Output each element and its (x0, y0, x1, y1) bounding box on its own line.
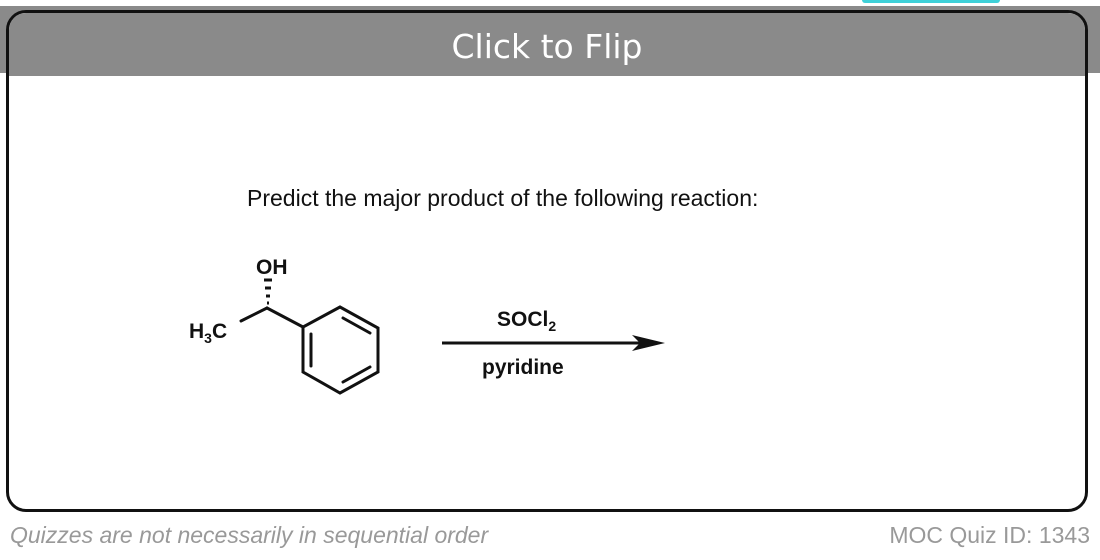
reagent-pyridine: pyridine (482, 356, 564, 379)
flashcard[interactable]: Click to Flip (6, 10, 1088, 512)
top-strip (0, 0, 1100, 6)
reagent-socl2: SOCl2 (497, 308, 556, 334)
accent-tab[interactable] (862, 0, 1000, 3)
ring-bond (265, 306, 305, 329)
flip-label[interactable]: Click to Flip (451, 27, 643, 66)
question-prompt: Predict the major product of the followi… (247, 185, 759, 211)
methyl-label: H3C (189, 320, 227, 346)
reactant-structure (239, 305, 380, 395)
double-bond (341, 316, 372, 335)
quiz-id: MOC Quiz ID: 1343 (889, 522, 1090, 548)
reaction-arrow (442, 335, 665, 351)
double-bond (341, 365, 372, 384)
hydroxyl-label: OH (256, 256, 288, 279)
flip-header[interactable]: Click to Flip (9, 13, 1085, 76)
benzene-ring (301, 305, 380, 395)
hashed-wedge (264, 278, 272, 305)
methyl-bond (239, 306, 269, 323)
footer-note: Quizzes are not necessarily in sequentia… (10, 522, 489, 548)
